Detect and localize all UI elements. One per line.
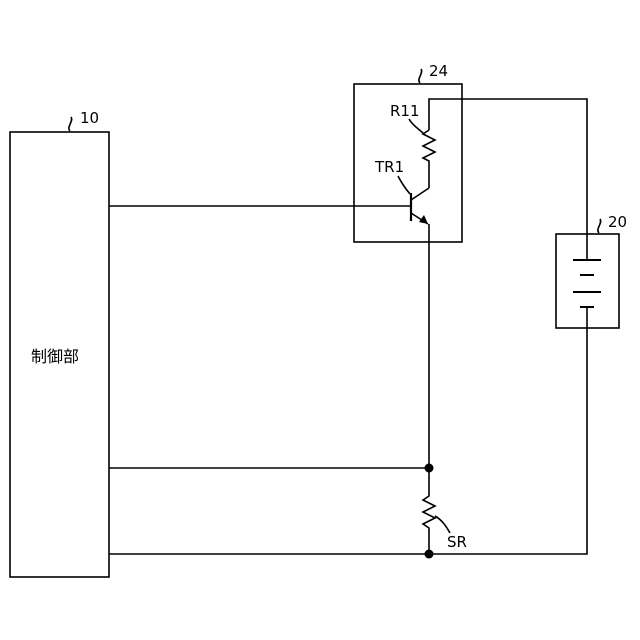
transistor-tr1-label: TR1 xyxy=(374,158,404,176)
control-unit-label: 制御部 xyxy=(31,347,79,366)
control-unit-leader xyxy=(69,117,72,131)
switch-module-ref: 24 xyxy=(429,62,448,80)
shunt-resistor-leader xyxy=(435,516,450,533)
battery-ref: 20 xyxy=(608,213,627,231)
shunt-resistor xyxy=(423,468,435,554)
shunt-resistor-label: SR xyxy=(447,533,467,551)
wire-ground-return xyxy=(109,328,587,554)
control-unit-ref: 10 xyxy=(80,109,99,127)
junction-lower xyxy=(425,550,434,559)
battery-leader xyxy=(598,219,601,233)
resistor-r11-label: R11 xyxy=(390,102,420,120)
switch-module-leader xyxy=(419,69,422,83)
